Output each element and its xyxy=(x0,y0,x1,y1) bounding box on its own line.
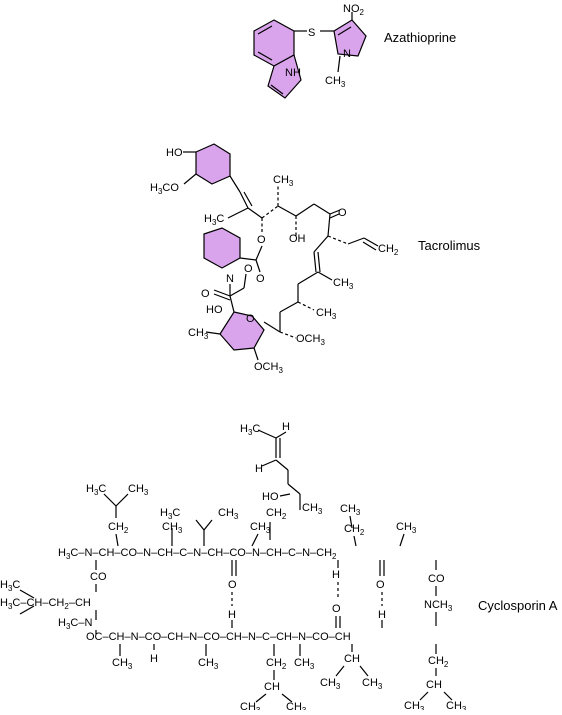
cyc-label-6: CH2 xyxy=(266,507,287,521)
cyc-label-25: CO xyxy=(428,573,445,585)
cyc-label-30: OC–CH–N–CO–CH–N–CO–CH–N–C–CH–N–CO–CH xyxy=(86,631,351,643)
cyc-label-13: CH3 xyxy=(162,521,183,535)
tacrolimus-ester-oxygen: O xyxy=(257,234,266,246)
tacrolimus-vinyl-methyl: H3C xyxy=(204,213,224,227)
cyc-label-28: H3C–CH–CH2–CH xyxy=(0,597,91,611)
cyc-label-29: H3C–N xyxy=(58,617,92,631)
tacrolimus-pyran-ring xyxy=(219,311,265,351)
cyclosporin-structure: H3C H H CH3 HO CH2 H3C–N–CH–CO–N–CH–C–N–… xyxy=(0,421,467,715)
tacrolimus-piperidine-nitrogen: N xyxy=(226,273,234,285)
cyc-label-17: CH3 xyxy=(396,521,417,535)
tacrolimus-methoxy-bottom: OCH3 xyxy=(254,361,283,375)
tacrolimus-methoxy-mid: OCH3 xyxy=(296,333,325,347)
tacrolimus-keto-oxygen: O xyxy=(244,263,253,275)
cyc-label-45: CH3 xyxy=(446,700,467,710)
tacrolimus-amide-oxygen: O xyxy=(201,288,210,300)
azathioprine-nitro-group: NO2 xyxy=(343,3,365,17)
tacrolimus-piperidine-ring xyxy=(203,227,241,269)
cyc-label-32: H xyxy=(150,653,158,665)
cyc-label-40: CH3 xyxy=(320,677,341,691)
cyc-label-3: H xyxy=(255,463,263,475)
cyc-label-18: CO xyxy=(90,571,107,583)
tacrolimus-ketone-oxygen: O xyxy=(338,207,347,219)
cyc-label-19: O xyxy=(228,579,237,591)
cyc-label-22: O xyxy=(332,603,341,615)
azathioprine-sulfur: S xyxy=(308,27,315,39)
tacrolimus-hemiketal-hydroxyl: HO xyxy=(206,304,223,316)
cyc-label-14: CH3 xyxy=(250,521,271,535)
cyc-label-26: NCH3 xyxy=(424,599,453,613)
tacrolimus-methyl-1: CH3 xyxy=(273,174,294,188)
azathioprine-label: Azathioprine xyxy=(384,30,457,45)
azathioprine-ring-nitrogen: N xyxy=(343,48,351,60)
cyc-label-42: CH2 xyxy=(428,655,449,669)
cyc-label-23: O xyxy=(376,579,385,591)
cyc-label-33: CH3 xyxy=(198,657,219,671)
cyc-label-4: CH3 xyxy=(302,502,323,516)
cyc-label-41: CH3 xyxy=(362,677,383,691)
tacrolimus-cyclohexyl-ring xyxy=(195,143,231,185)
cyclosporin-label: Cyclosporin A xyxy=(478,598,558,613)
tacrolimus-allyl-ch2: CH2 xyxy=(378,243,399,257)
tacrolimus-structure: HO H3CO H3C CH3 OH O CH2 CH3 xyxy=(150,143,399,375)
cyc-label-5: HO xyxy=(262,491,279,503)
tacrolimus-methyl-3: CH3 xyxy=(316,307,337,321)
tacrolimus-hydroxyl-top: HO xyxy=(166,147,183,159)
azathioprine-purine-imidazole-ring xyxy=(267,54,302,99)
azathioprine-structure: S NO2 N CH3 NH xyxy=(253,3,367,99)
cyc-label-10: CH2 xyxy=(108,521,129,535)
cyc-label-15: CH3 xyxy=(340,503,361,517)
tacrolimus-ester-carbonyl-oxygen: O xyxy=(256,273,265,285)
cyc-label-21: H xyxy=(332,569,340,581)
cyc-label-38: CH3 xyxy=(294,657,315,671)
azathioprine-nitroimidazole-ring xyxy=(333,19,367,57)
cyc-label-31: CH3 xyxy=(112,657,133,671)
cyc-label-43: CH xyxy=(426,679,442,691)
azathioprine-nh: NH xyxy=(285,67,301,79)
cyc-label-11: H3C xyxy=(160,507,180,521)
cyc-label-20: H xyxy=(228,609,236,621)
tacrolimus-label: Tacrolimus xyxy=(418,238,481,253)
cyc-label-9: CH3 xyxy=(128,483,149,497)
cyc-label-34: CH2 xyxy=(266,657,287,671)
cyc-label-39: CH xyxy=(344,653,360,665)
cyc-label-2: H xyxy=(282,421,290,433)
cyc-label-16: CH2 xyxy=(344,523,365,537)
cyc-label-24: H xyxy=(378,609,386,621)
cyc-label-27: H3C xyxy=(0,579,20,593)
cyc-label-37: CH3 xyxy=(286,701,307,710)
tacrolimus-methoxy-top: H3CO xyxy=(150,182,179,196)
cyc-label-7: H3C–N–CH–CO–N–CH–C–N–CH–CO–N–CH–C–N–CH2 xyxy=(58,547,337,561)
cyc-label-12: CH3 xyxy=(218,507,239,521)
tacrolimus-pyran-oxygen: O xyxy=(246,313,255,325)
azathioprine-methyl: CH3 xyxy=(325,75,346,89)
tacrolimus-methyl-4: CH3 xyxy=(188,327,209,341)
cyc-label-44: CH3 xyxy=(404,700,425,710)
tacrolimus-hydroxyl-mid: OH xyxy=(289,233,306,245)
cyc-label-1: H3C xyxy=(240,423,260,437)
cyc-label-36: CH3 xyxy=(240,701,261,710)
cyc-label-8: H3C xyxy=(86,483,106,497)
cyc-label-35: CH xyxy=(264,681,280,693)
tacrolimus-methyl-2: CH3 xyxy=(333,277,354,291)
